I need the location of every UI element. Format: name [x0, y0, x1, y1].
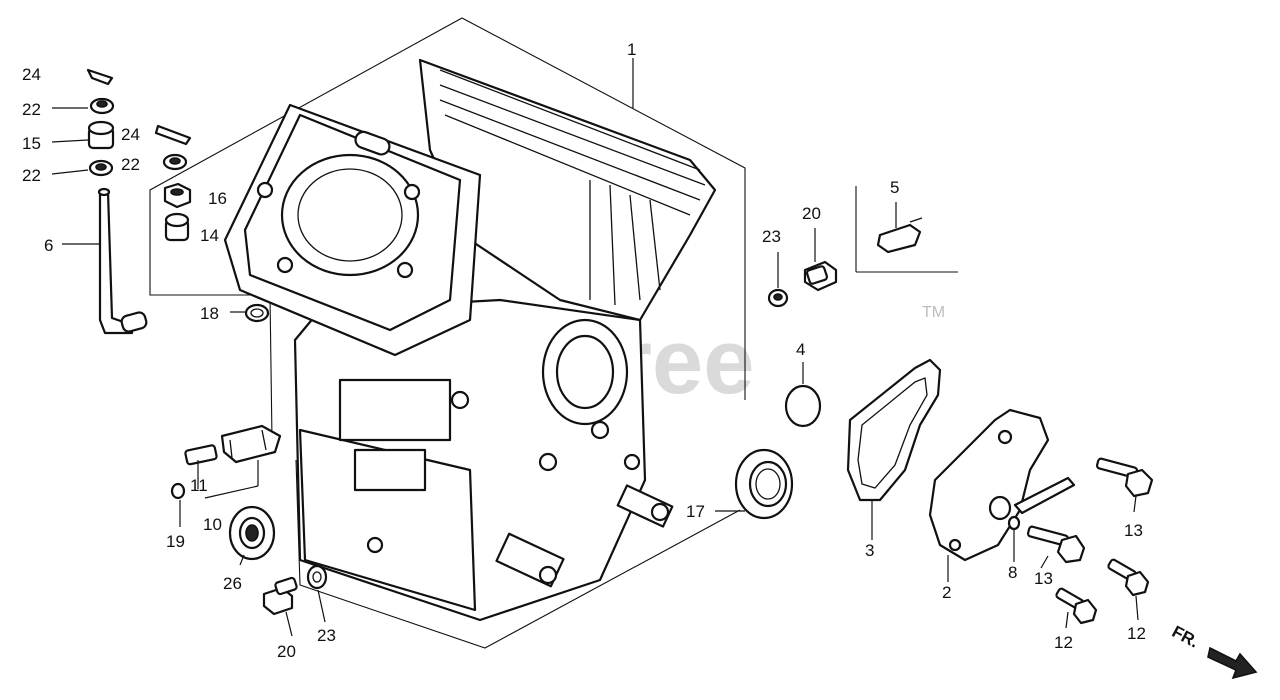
label-part-3[interactable]: 3	[865, 541, 874, 560]
clip-part-24-top[interactable]	[86, 68, 114, 86]
oil-switch-part-10[interactable]	[184, 424, 282, 466]
label-part-11[interactable]: 11	[190, 476, 208, 495]
cover-part-2[interactable]	[928, 408, 1050, 562]
washer-part-22-b[interactable]	[162, 153, 188, 171]
sensor-part-5[interactable]	[876, 217, 923, 254]
bolt-part-13-lower[interactable]	[1026, 525, 1086, 564]
label-part-20-bottom[interactable]: 20	[277, 642, 296, 661]
label-part-22-c[interactable]: 22	[22, 166, 41, 185]
label-part-15[interactable]: 15	[22, 134, 41, 153]
bracket-bar[interactable]	[1013, 476, 1076, 515]
washer-part-22-a[interactable]	[89, 97, 115, 115]
label-part-13-lower[interactable]: 13	[1034, 569, 1053, 588]
label-part-6[interactable]: 6	[44, 236, 53, 255]
sleeve-part-15[interactable]	[87, 120, 115, 150]
washer-part-23-bottom[interactable]	[306, 564, 328, 590]
bolt-part-13-upper[interactable]	[1095, 457, 1154, 498]
label-part-14[interactable]: 14	[200, 226, 219, 245]
front-orientation-indicator: FR.	[1169, 622, 1258, 680]
washer-part-19[interactable]	[170, 482, 186, 500]
bolt-part-12-right[interactable]	[1107, 558, 1150, 597]
part-labels: 1 24 22 15 24 22 22 16 14 6 18 11 10 19 …	[22, 40, 1146, 661]
label-part-16[interactable]: 16	[208, 189, 227, 208]
label-part-20-top[interactable]: 20	[802, 204, 821, 223]
label-part-26[interactable]: 26	[223, 574, 242, 593]
front-arrow-icon	[1207, 646, 1258, 680]
label-part-4[interactable]: 4	[796, 340, 805, 359]
label-part-8[interactable]: 8	[1008, 563, 1017, 582]
clip-part-24-b[interactable]	[154, 124, 192, 146]
label-part-22-b[interactable]: 22	[121, 155, 140, 174]
nut-part-16[interactable]	[163, 182, 192, 209]
label-part-17[interactable]: 17	[686, 502, 705, 521]
label-part-22-a[interactable]: 22	[22, 100, 41, 119]
gasket-part-3[interactable]	[846, 358, 942, 502]
drain-plug-part-20-top[interactable]	[803, 260, 838, 292]
label-part-2[interactable]: 2	[942, 583, 951, 602]
leader-lines	[51, 58, 1139, 637]
cylinder-block[interactable]	[223, 58, 717, 622]
oil-seal-part-17[interactable]	[734, 448, 794, 520]
drain-plug-part-20-bottom[interactable]	[262, 576, 298, 616]
label-part-19[interactable]: 19	[166, 532, 185, 551]
label-part-12-left[interactable]: 12	[1054, 633, 1073, 652]
oring-part-18[interactable]	[244, 303, 270, 323]
label-part-10[interactable]: 10	[203, 515, 222, 534]
label-part-23-bottom[interactable]: 23	[317, 626, 336, 645]
label-part-24-top[interactable]: 24	[22, 65, 41, 84]
washer-part-23-top[interactable]	[767, 288, 789, 308]
bolt-part-12-left[interactable]	[1055, 587, 1098, 625]
rod-part-6[interactable]	[97, 187, 148, 335]
bolt-part-8[interactable]	[1007, 515, 1021, 531]
label-part-18[interactable]: 18	[200, 304, 219, 323]
label-part-13-upper[interactable]: 13	[1124, 521, 1143, 540]
cap-part-4[interactable]	[784, 384, 822, 428]
collar-part-14[interactable]	[164, 212, 190, 242]
label-part-12-right[interactable]: 12	[1127, 624, 1146, 643]
label-part-24-b[interactable]: 24	[121, 125, 140, 144]
label-part-1[interactable]: 1	[627, 40, 636, 59]
front-label: FR.	[1169, 622, 1202, 652]
watermark-trademark: TM	[922, 304, 945, 321]
label-part-23-top[interactable]: 23	[762, 227, 781, 246]
bearing-part-26[interactable]	[228, 505, 276, 561]
label-part-5[interactable]: 5	[890, 178, 899, 197]
washer-part-22-c[interactable]	[88, 159, 114, 177]
assembly-boundary	[149, 17, 958, 649]
